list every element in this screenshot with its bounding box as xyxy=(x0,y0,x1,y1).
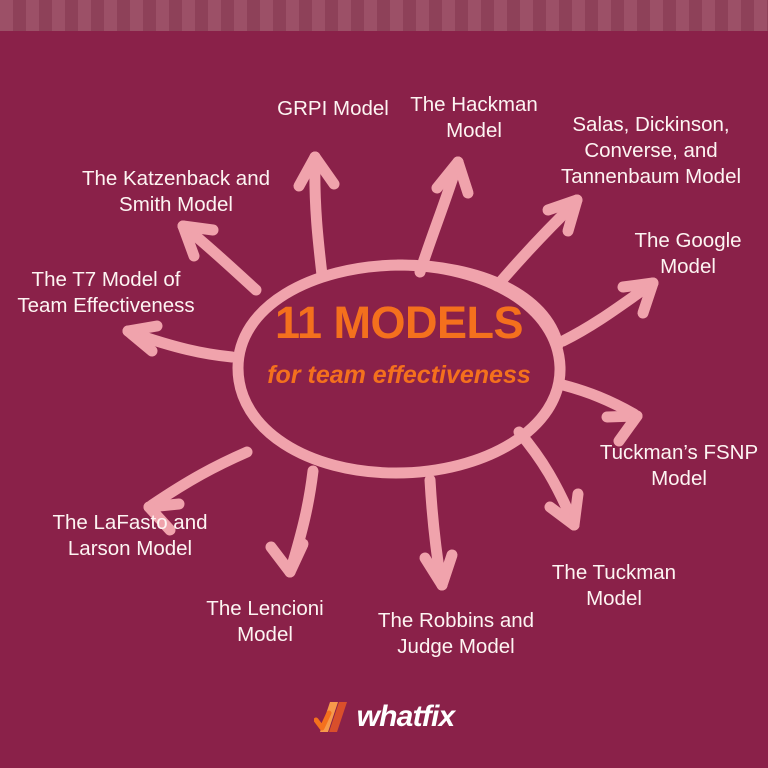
arrow-fsnp xyxy=(557,379,643,447)
model-label-grpi: GRPI Model xyxy=(277,97,389,120)
model-label-lencioni: The Lencioni Model xyxy=(206,597,324,646)
top-stripe-underline xyxy=(0,31,768,35)
brand-logo: whatfix xyxy=(0,700,768,734)
model-label-robbins: The Robbins and Judge Model xyxy=(377,609,535,658)
model-label-google: The Google Model xyxy=(634,229,742,278)
whatfix-mark-icon xyxy=(313,702,347,732)
arrow-robbins xyxy=(419,474,458,591)
top-stripe-band xyxy=(0,0,768,31)
model-label-katzenback: The Katzenback and Smith Model xyxy=(81,167,271,216)
center-oval xyxy=(228,255,570,483)
arrow-google xyxy=(557,277,659,347)
arrow-lencioni xyxy=(265,465,319,578)
model-label-tuckman-fsnp: Tuckman’s FSNP Model xyxy=(599,441,759,490)
model-label-salas: Salas, Dickinson, Converse, and Tannenba… xyxy=(560,113,742,188)
model-label-tuckman: The Tuckman Model xyxy=(551,561,677,610)
arrow-t7 xyxy=(122,320,238,363)
model-label-hackman: The Hackman Model xyxy=(410,93,538,142)
model-label-lafasto: The LaFasto and Larson Model xyxy=(52,511,208,560)
brand-name: whatfix xyxy=(356,700,456,733)
model-label-t7: The T7 Model of Team Effectiveness xyxy=(17,268,195,317)
